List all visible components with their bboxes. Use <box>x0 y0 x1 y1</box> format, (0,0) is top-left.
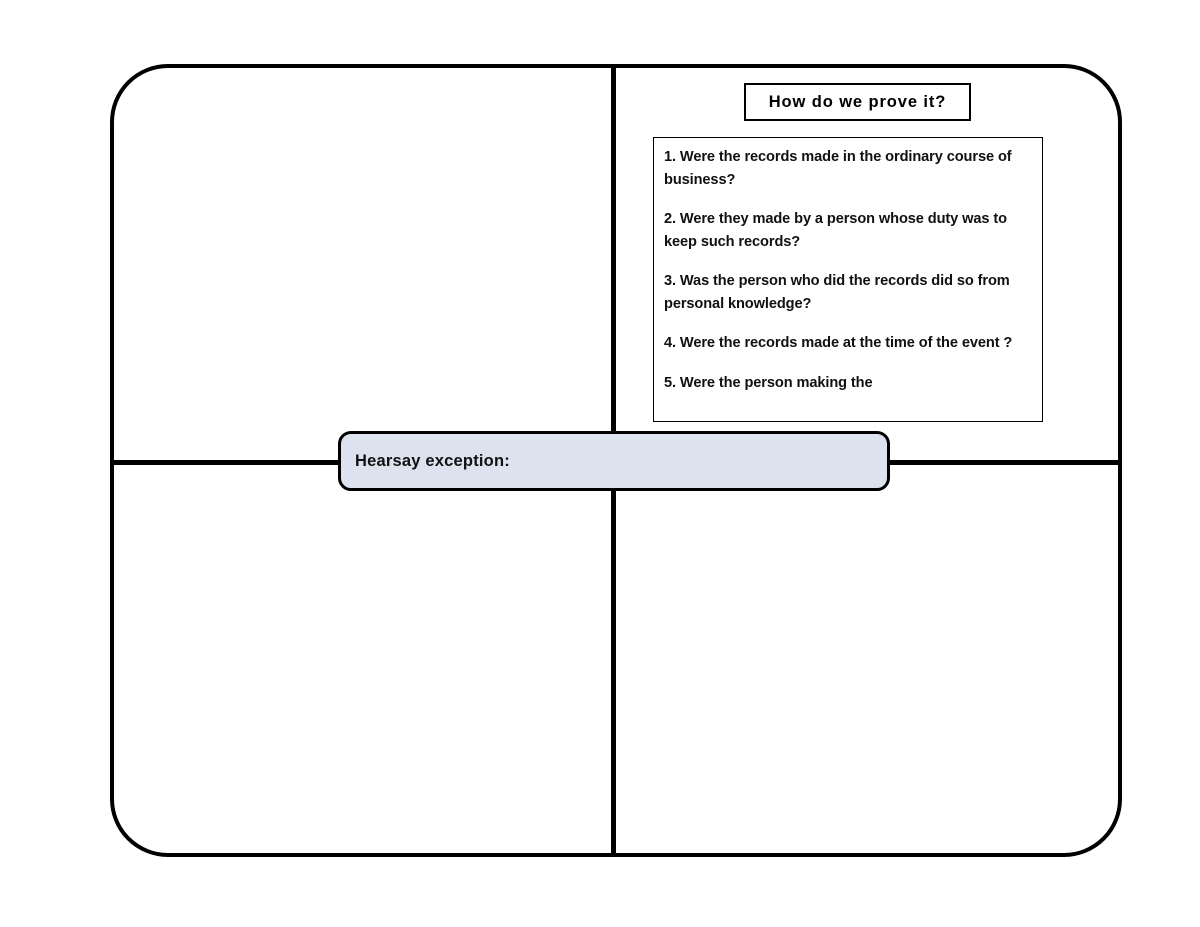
quadrant-bottom-right[interactable] <box>616 465 1118 853</box>
prove-title-text: How do we prove it? <box>768 92 947 111</box>
hearsay-exception-label: Hearsay exception: <box>355 451 510 470</box>
quadrant-top-left[interactable] <box>114 68 611 460</box>
question-item: 3. Was the person who did the records di… <box>664 273 1010 312</box>
question-item: 5. Were the person making the <box>664 374 873 391</box>
questions-box: 1. Were the records made in the ordinary… <box>653 137 1043 422</box>
question-item: 1. Were the records made in the ordinary… <box>664 149 1012 188</box>
question-item: 2. Were they made by a person whose duty… <box>664 211 1007 250</box>
hearsay-exception-callout[interactable]: Hearsay exception: <box>338 431 890 491</box>
prove-title-box: How do we prove it? <box>744 83 971 121</box>
quadrant-bottom-left[interactable] <box>114 465 611 853</box>
question-item: 4. Were the records made at the time of … <box>664 335 1013 351</box>
